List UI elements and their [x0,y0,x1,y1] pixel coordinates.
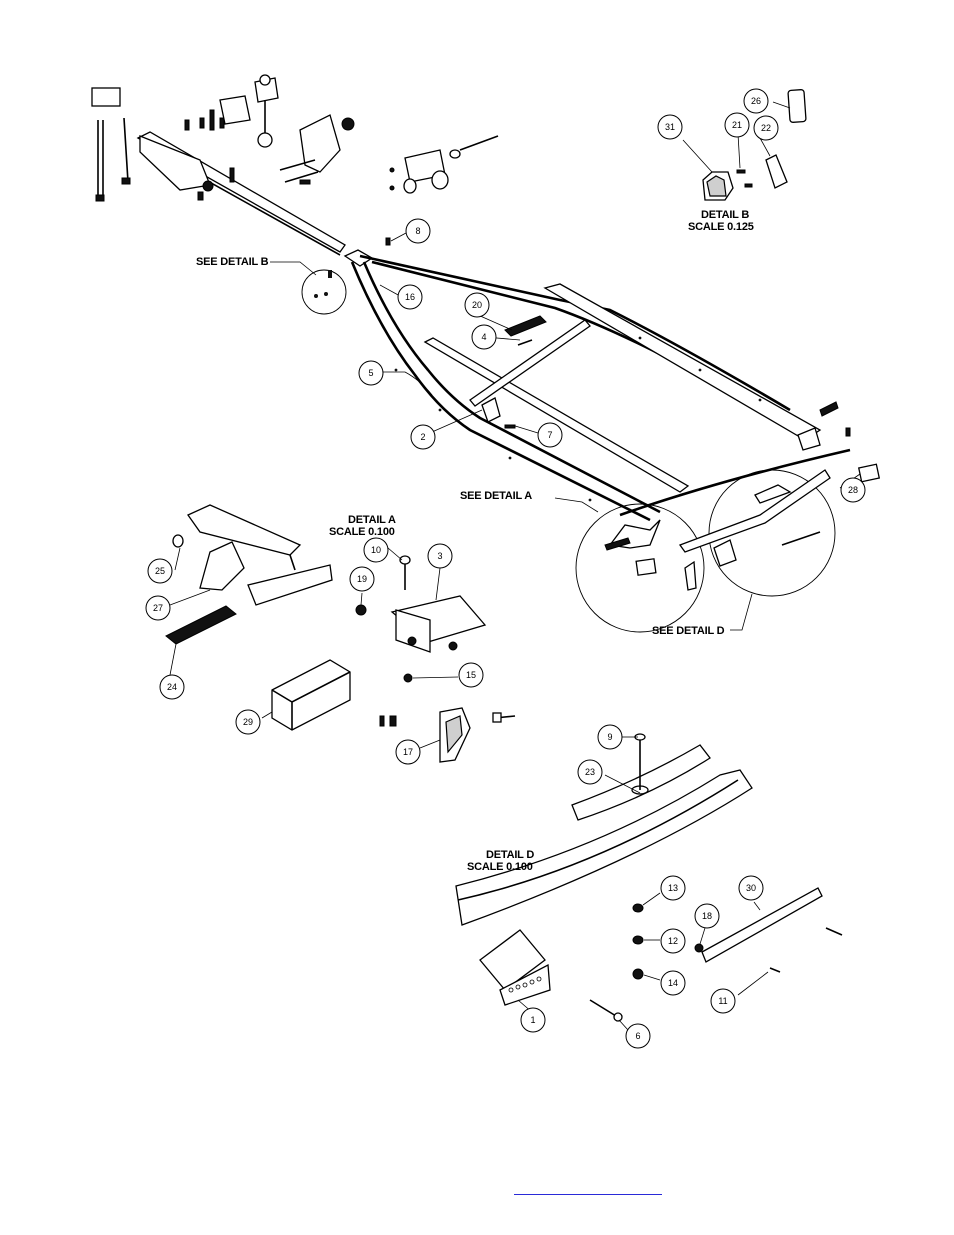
callout-24: 24 [159,674,185,700]
callout-6: 6 [625,1023,651,1049]
svg-text:2: 2 [420,432,425,442]
see-detail-d-label: SEE DETAIL D [652,625,725,637]
part-22-block [765,154,788,189]
callout-2: 2 [410,424,436,450]
callout-30: 30 [738,875,764,901]
callout-22: 22 [753,115,779,141]
detail-b-scale: SCALE 0.125 [688,221,754,233]
svg-text:10: 10 [371,545,381,555]
callout-3: 3 [427,543,453,569]
callout-15: 15 [458,662,484,688]
callout-4: 4 [471,324,497,350]
detail-d-parts [455,733,843,1022]
leader-lines [169,232,861,1031]
detail-d-circle [708,469,836,597]
svg-text:4: 4 [481,332,486,342]
svg-text:25: 25 [155,566,165,576]
svg-text:22: 22 [761,123,771,133]
see-detail-a-label: SEE DETAIL A [460,490,532,502]
svg-text:3: 3 [437,551,442,561]
callout-27: 27 [145,595,171,621]
svg-text:17: 17 [403,747,413,757]
svg-text:9: 9 [607,732,612,742]
trailer-frame [343,237,881,522]
svg-text:21: 21 [732,120,742,130]
detail-a-title: DETAIL A [348,514,396,526]
detail-a-circle [575,503,705,633]
callout-17: 17 [395,739,421,765]
svg-text:16: 16 [405,292,415,302]
svg-text:11: 11 [718,996,727,1006]
callout-bubbles: 1 2 3 4 5 6 7 8 9 10 11 12 13 14 15 16 1… [145,88,866,1049]
svg-text:28: 28 [848,485,858,495]
svg-text:31: 31 [665,122,675,132]
svg-text:24: 24 [167,682,177,692]
callout-10: 10 [363,537,389,563]
callout-18: 18 [694,903,720,929]
callout-19: 19 [349,566,375,592]
callout-31: 31 [657,114,683,140]
callout-5: 5 [358,360,384,386]
callout-14: 14 [660,970,686,996]
svg-text:30: 30 [746,883,756,893]
callout-28: 28 [840,477,866,503]
svg-text:20: 20 [472,300,482,310]
callout-23: 23 [577,759,603,785]
svg-text:12: 12 [668,936,678,946]
detail-b-circle [301,269,347,315]
callout-1: 1 [520,1007,546,1033]
detail-b-title: DETAIL B [701,209,749,221]
callout-11: 11 [710,988,736,1014]
svg-text:18: 18 [702,911,712,921]
detail-d-title: DETAIL D [486,849,534,861]
part-26-pad [787,89,807,123]
svg-text:19: 19 [357,574,367,584]
callout-29: 29 [235,709,261,735]
svg-text:5: 5 [368,368,373,378]
see-detail-b-label: SEE DETAIL B [196,256,269,268]
svg-text:1: 1 [530,1015,535,1025]
detail-d-scale: SCALE 0.100 [467,861,533,873]
hitch-assembly [91,74,499,256]
callout-25: 25 [147,558,173,584]
callout-12: 12 [660,928,686,954]
svg-text:29: 29 [243,717,253,727]
svg-text:27: 27 [153,603,163,613]
svg-text:26: 26 [751,96,761,106]
svg-text:23: 23 [585,767,595,777]
svg-text:8: 8 [415,226,420,236]
detail-a-scale: SCALE 0.100 [329,526,395,538]
detail-b [682,89,807,201]
callout-16: 16 [397,284,423,310]
svg-text:15: 15 [466,670,476,680]
callout-13: 13 [660,875,686,901]
footer-link[interactable] [514,1180,662,1195]
svg-text:14: 14 [668,978,678,988]
callout-21: 21 [724,112,750,138]
callout-20: 20 [464,292,490,318]
svg-text:6: 6 [635,1031,640,1041]
svg-text:7: 7 [547,430,552,440]
callout-8: 8 [405,218,431,244]
callout-9: 9 [597,724,623,750]
callout-7: 7 [537,422,563,448]
detail-a-parts [165,504,516,763]
detail-labels: DETAIL B SCALE 0.125 SEE DETAIL B SEE DE… [196,209,754,873]
svg-text:13: 13 [668,883,678,893]
callout-26: 26 [743,88,769,114]
